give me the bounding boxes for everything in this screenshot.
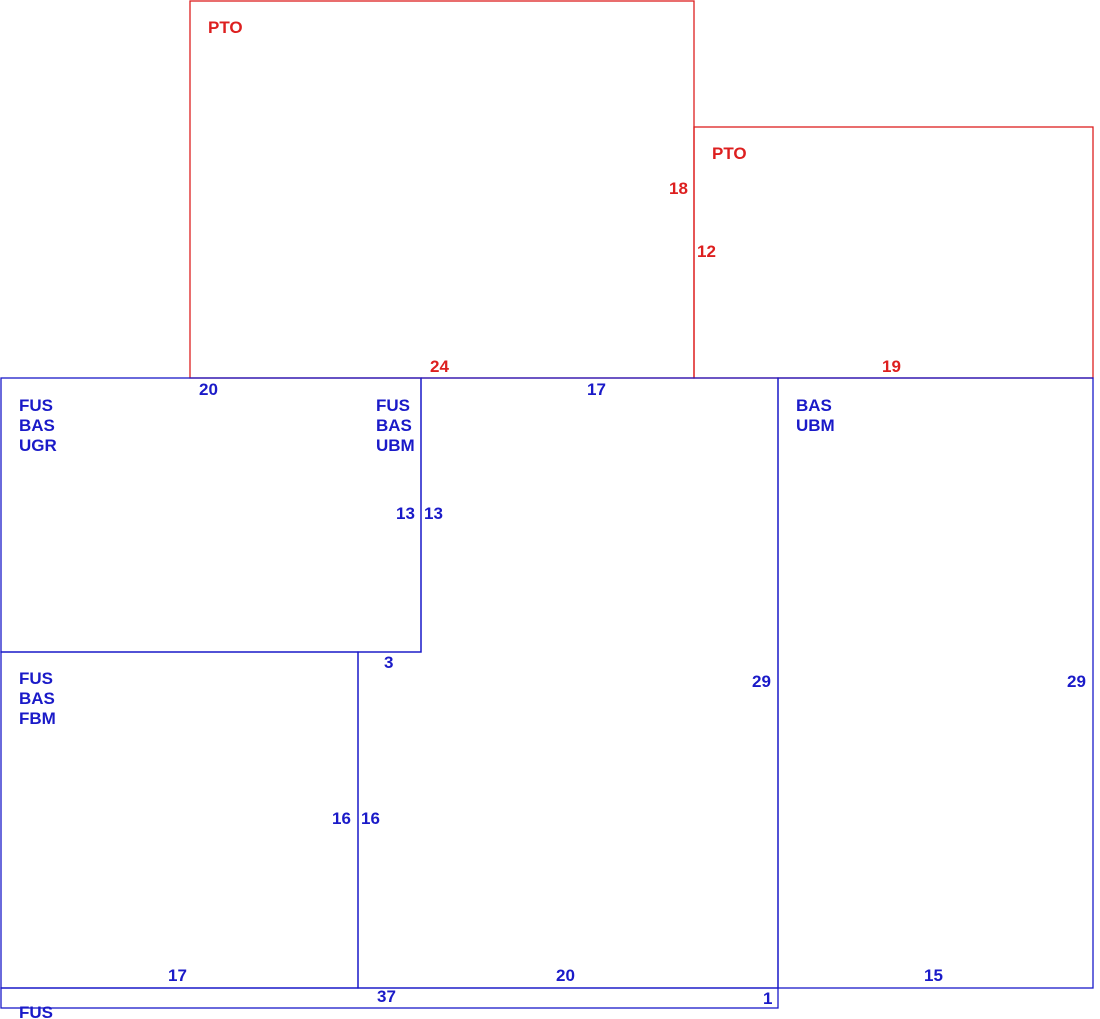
region-fus-bas-ubm [357, 377, 779, 989]
label-ugr-line3: UGR [19, 436, 57, 455]
dim-ugr-top: 20 [199, 380, 218, 399]
label-bas-ubm-line2: UBM [796, 416, 835, 435]
label-pto-b: PTO [712, 144, 747, 163]
dim-fbm-bottom: 17 [168, 966, 187, 985]
dim-ubm-step: 3 [384, 653, 393, 672]
dim-ubm-left-lower: 16 [361, 809, 380, 828]
dim-fbm-right: 16 [332, 809, 351, 828]
region-bas-ubm [777, 377, 1094, 989]
label-fbm-line3: FBM [19, 709, 56, 728]
region-fus-strip [0, 987, 779, 1009]
label-pto-a: PTO [208, 18, 243, 37]
region-fus-bas-ugr [0, 377, 422, 653]
label-ugr-line1: FUS [19, 396, 53, 415]
label-fbm-line2: BAS [19, 689, 55, 708]
dim-ugr-right: 13 [396, 504, 415, 523]
dim-bas-ubm-bottom: 15 [924, 966, 943, 985]
dim-ubm-top: 17 [587, 380, 606, 399]
dim-pto-b-left: 12 [697, 242, 716, 261]
dim-ubm-left-upper: 13 [424, 504, 443, 523]
dim-pto-a-right: 18 [669, 179, 688, 198]
label-ugr-line2: BAS [19, 416, 55, 435]
dim-pto-b-bottom: 19 [882, 357, 901, 376]
dim-pto-a-bottom: 24 [430, 357, 449, 376]
label-ubm-line3: UBM [376, 436, 415, 455]
label-fus-strip: FUS [19, 1003, 53, 1019]
label-ubm-line2: BAS [376, 416, 412, 435]
label-fbm-line1: FUS [19, 669, 53, 688]
dim-ubm-bottom: 20 [556, 966, 575, 985]
dim-bas-ubm-right: 29 [1067, 672, 1086, 691]
region-pto-a [189, 0, 695, 379]
dim-ubm-right: 29 [752, 672, 771, 691]
dim-strip-right: 1 [763, 989, 772, 1008]
label-bas-ubm-line1: BAS [796, 396, 832, 415]
dim-strip-top: 37 [377, 987, 396, 1006]
region-pto-b [693, 126, 1094, 379]
label-ubm-line1: FUS [376, 396, 410, 415]
